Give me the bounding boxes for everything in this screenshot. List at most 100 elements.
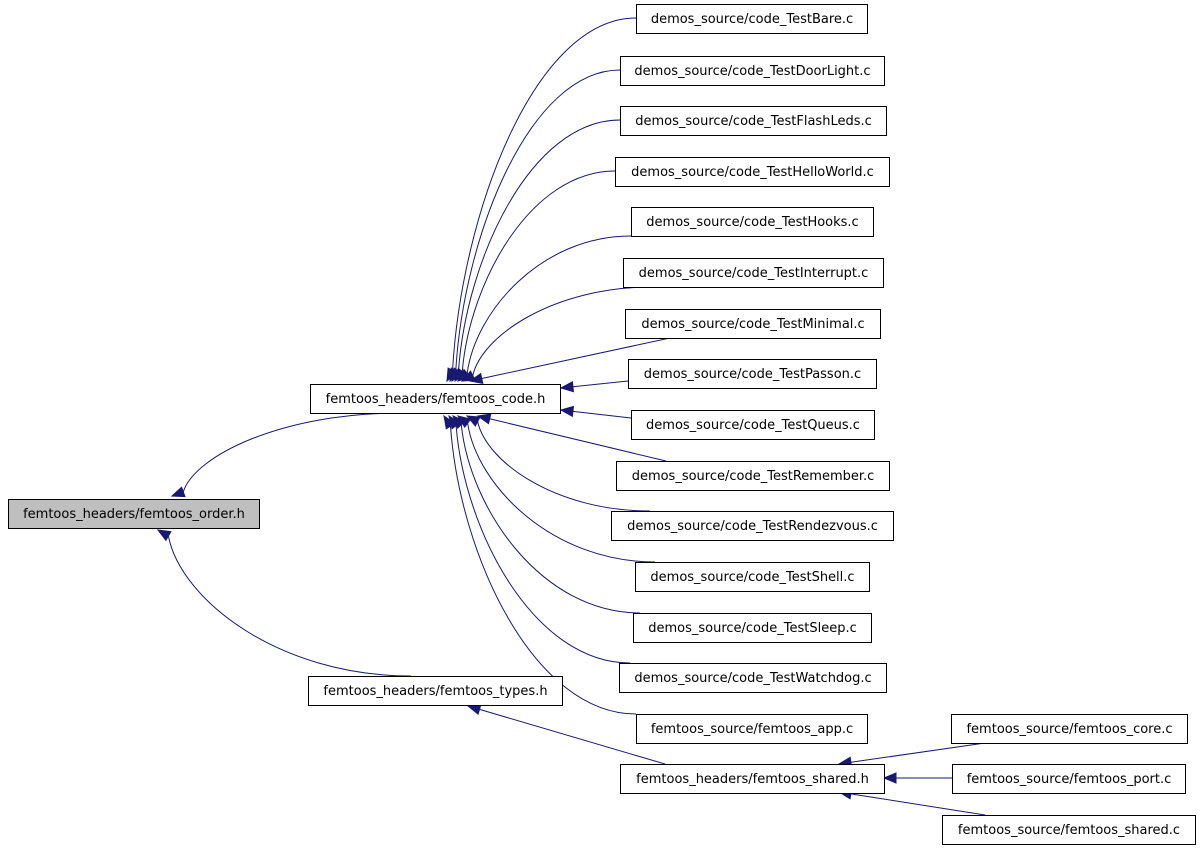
- node-label: femtoos_headers/femtoos_order.h: [23, 507, 245, 522]
- node-door[interactable]: demos_source/code_TestDoorLight.c: [620, 56, 885, 86]
- node-label: demos_source/code_TestQueus.c: [646, 418, 860, 433]
- node-label: demos_source/code_TestDoorLight.c: [634, 64, 870, 79]
- node-hello[interactable]: demos_source/code_TestHelloWorld.c: [615, 157, 890, 187]
- node-box: [628, 359, 877, 389]
- arrowhead-queus-to-code: [559, 405, 575, 418]
- node-label: femtoos_headers/femtoos_shared.h: [636, 772, 869, 787]
- edge-code-to-order: [182, 412, 401, 493]
- node-label: demos_source/code_TestBare.c: [651, 12, 853, 27]
- edge-watchdog-to-code: [455, 425, 631, 664]
- edge-door-to-code: [455, 69, 621, 371]
- node-box: [8, 499, 260, 529]
- node-label: femtoos_source/femtoos_shared.c: [958, 823, 1180, 838]
- node-sleep[interactable]: demos_source/code_TestSleep.c: [633, 613, 872, 643]
- arrowhead-port-to-shared_h: [882, 772, 897, 784]
- edge-hello-to-code: [461, 170, 616, 372]
- edge-core-to-shared_h: [850, 742, 986, 763]
- node-queus[interactable]: demos_source/code_TestQueus.c: [631, 410, 875, 440]
- node-port[interactable]: femtoos_source/femtoos_port.c: [952, 764, 1186, 794]
- node-label: demos_source/code_TestShell.c: [650, 570, 854, 585]
- node-shell[interactable]: demos_source/code_TestShell.c: [635, 562, 870, 592]
- edge-hooks-to-code: [466, 235, 632, 374]
- node-order[interactable]: femtoos_headers/femtoos_order.h: [8, 499, 260, 529]
- arrowhead-rendez-to-code: [465, 415, 481, 427]
- arrowhead-remember-to-code: [476, 413, 492, 425]
- node-label: demos_source/code_TestHooks.c: [646, 215, 858, 230]
- edge-remember-to-code: [489, 418, 667, 462]
- node-box: [619, 663, 887, 693]
- edge-shared_c-to-shared_h: [850, 793, 986, 816]
- node-box: [951, 714, 1188, 744]
- node-box: [615, 157, 890, 187]
- node-app[interactable]: femtoos_source/femtoos_app.c: [636, 714, 868, 744]
- node-label: demos_source/code_TestRemember.c: [632, 469, 875, 484]
- node-box: [636, 714, 868, 744]
- node-box: [942, 815, 1196, 845]
- edge-passon-to-code: [572, 380, 629, 388]
- node-label: femtoos_headers/femtoos_code.h: [326, 392, 546, 407]
- edge-shared_h-to-types: [479, 708, 666, 765]
- node-remember[interactable]: demos_source/code_TestRemember.c: [616, 461, 890, 491]
- edge-app-to-code: [450, 426, 637, 715]
- arrowhead-types-to-order: [156, 529, 172, 542]
- node-label: femtoos_source/femtoos_core.c: [966, 722, 1172, 737]
- node-code[interactable]: femtoos_headers/femtoos_code.h: [310, 384, 561, 414]
- node-box: [616, 461, 890, 491]
- node-label: demos_source/code_TestPasson.c: [644, 367, 861, 382]
- edge-sleep-to-code: [460, 424, 641, 614]
- node-flash[interactable]: demos_source/code_TestFlashLeds.c: [620, 106, 887, 136]
- node-box: [623, 258, 884, 288]
- node-box: [631, 207, 874, 237]
- graph-nodes: femtoos_headers/femtoos_order.h femtoos_h…: [8, 4, 1196, 845]
- node-box: [631, 410, 875, 440]
- node-watchdog[interactable]: demos_source/code_TestWatchdog.c: [619, 663, 887, 693]
- edge-queus-to-code: [572, 410, 632, 419]
- node-box: [611, 511, 894, 541]
- node-label: femtoos_headers/femtoos_types.h: [323, 684, 547, 699]
- edge-flash-to-code: [457, 119, 621, 371]
- node-box: [620, 764, 885, 794]
- arrowhead-shared_h-to-types: [466, 704, 482, 716]
- arrowhead-intr-to-code: [460, 370, 476, 382]
- node-box: [620, 106, 887, 136]
- edge-minimal-to-code: [481, 337, 671, 379]
- node-minimal[interactable]: demos_source/code_TestMinimal.c: [625, 309, 881, 339]
- node-box: [620, 56, 885, 86]
- arrowhead-code-to-order: [170, 486, 186, 498]
- arrowhead-app-to-code: [443, 414, 456, 430]
- node-label: femtoos_source/femtoos_port.c: [967, 772, 1172, 787]
- node-label: demos_source/code_TestRendezvous.c: [627, 519, 878, 534]
- node-box: [635, 562, 870, 592]
- node-shared-c[interactable]: femtoos_source/femtoos_shared.c: [942, 815, 1196, 845]
- node-label: demos_source/code_TestMinimal.c: [641, 317, 864, 332]
- node-label: demos_source/code_TestSleep.c: [648, 621, 857, 636]
- edge-types-to-order: [167, 535, 412, 677]
- arrowhead-passon-to-code: [559, 380, 575, 393]
- graph-edges: [167, 17, 986, 816]
- node-label: demos_source/code_TestHelloWorld.c: [631, 165, 874, 180]
- edge-shell-to-code: [467, 423, 656, 563]
- node-box: [633, 613, 872, 643]
- node-types[interactable]: femtoos_headers/femtoos_types.h: [308, 676, 563, 706]
- node-bare[interactable]: demos_source/code_TestBare.c: [636, 4, 868, 34]
- node-core[interactable]: femtoos_source/femtoos_core.c: [951, 714, 1188, 744]
- edge-intr-to-code: [472, 286, 653, 376]
- node-box: [952, 764, 1186, 794]
- node-box: [625, 309, 881, 339]
- node-passon[interactable]: demos_source/code_TestPasson.c: [628, 359, 877, 389]
- node-label: demos_source/code_TestWatchdog.c: [634, 671, 871, 686]
- node-intr[interactable]: demos_source/code_TestInterrupt.c: [623, 258, 884, 288]
- node-box: [636, 4, 868, 34]
- node-hooks[interactable]: demos_source/code_TestHooks.c: [631, 207, 874, 237]
- node-label: demos_source/code_TestInterrupt.c: [639, 266, 869, 281]
- node-shared-h[interactable]: femtoos_headers/femtoos_shared.h: [620, 764, 885, 794]
- arrowhead-minimal-to-code: [468, 372, 484, 384]
- node-box: [308, 676, 563, 706]
- edge-bare-to-code: [452, 17, 637, 371]
- node-label: femtoos_source/femtoos_app.c: [651, 722, 853, 737]
- edge-rendez-to-code: [477, 421, 651, 512]
- node-label: demos_source/code_TestFlashLeds.c: [635, 114, 872, 129]
- node-box: [310, 384, 561, 414]
- node-rendez[interactable]: demos_source/code_TestRendezvous.c: [611, 511, 894, 541]
